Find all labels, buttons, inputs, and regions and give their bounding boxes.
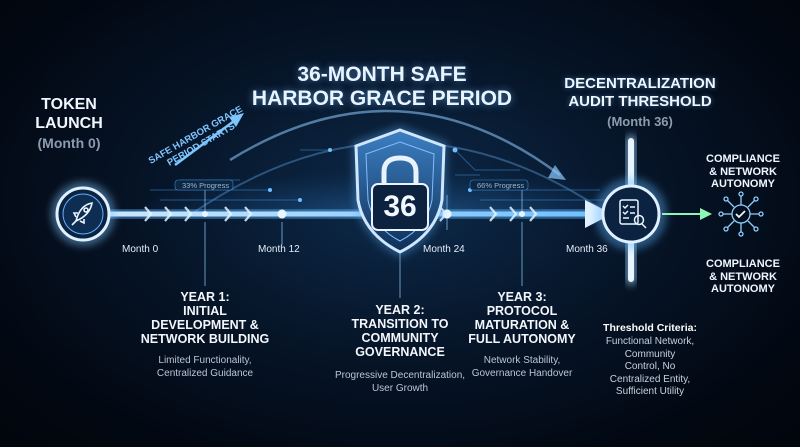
progress-33: 33% Progress <box>182 181 230 190</box>
token-launch-label: TOKEN LAUNCH (Month 0) <box>35 96 103 151</box>
month-0-label: Month 0 <box>122 244 159 255</box>
progress-66: 66% Progress <box>477 181 525 190</box>
grace-start-arrow <box>229 113 244 127</box>
grace-arc <box>229 109 561 177</box>
network-check-icon <box>718 191 764 237</box>
checklist-search-icon <box>619 199 647 229</box>
timeline-bar <box>80 211 600 217</box>
month-12-label: Month 12 <box>258 244 300 255</box>
threshold-criteria: Threshold Criteria: Functional Network, … <box>603 322 697 397</box>
rocket-icon <box>71 202 93 226</box>
year-3-block: YEAR 3:PROTOCOL MATURATION &FULL AUTONOM… <box>468 290 576 379</box>
year-1-block: YEAR 1:INITIAL DEVELOPMENT &NETWORK BUIL… <box>140 290 270 379</box>
month-36-label: Month 36 <box>566 244 608 255</box>
main-title: 36-MONTH SAFE HARBOR GRACE PERIOD <box>251 63 513 110</box>
shield-number: 36 <box>383 190 417 223</box>
audit-threshold-label: DECENTRALIZATION AUDIT THRESHOLD (Month … <box>564 75 716 129</box>
month-24-label: Month 24 <box>423 244 465 255</box>
